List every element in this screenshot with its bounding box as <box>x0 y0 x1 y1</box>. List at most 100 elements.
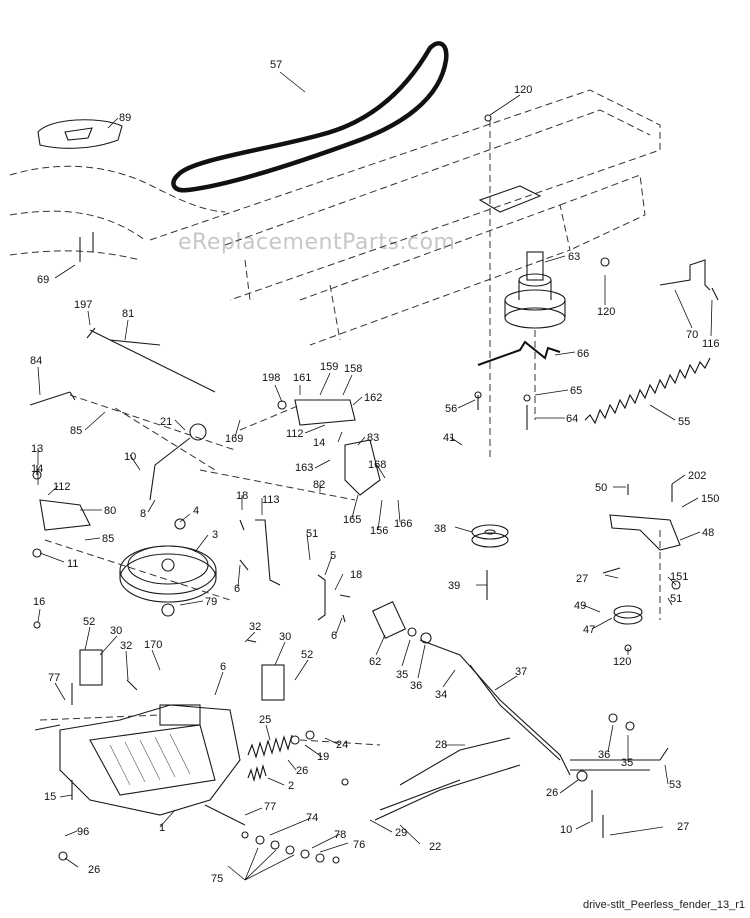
callout-197: 197 <box>74 299 92 311</box>
transaxle <box>34 704 246 826</box>
reference-lines <box>39 120 661 746</box>
rod-53 <box>570 747 669 771</box>
callout-163: 163 <box>295 462 313 474</box>
plate-30-left <box>79 649 103 686</box>
callout-16: 16 <box>33 596 45 608</box>
callout-32: 32 <box>120 640 132 652</box>
callout-41: 41 <box>443 432 455 444</box>
callout-32: 32 <box>249 621 261 633</box>
spring-25 <box>247 734 293 759</box>
callout-57: 57 <box>270 59 282 71</box>
callout-112: 112 <box>286 428 304 440</box>
callout-30: 30 <box>110 625 122 637</box>
shift-lever <box>149 423 207 501</box>
callout-120: 120 <box>597 306 615 318</box>
callout-27: 27 <box>576 573 588 585</box>
chassis-frame <box>149 89 661 346</box>
watermark: eReplacementParts.com <box>178 230 455 255</box>
callout-89: 89 <box>119 112 131 124</box>
callout-47: 47 <box>583 624 595 636</box>
bracket-5 <box>317 574 326 621</box>
callout-161: 161 <box>293 372 311 384</box>
bracket-113 <box>255 519 281 586</box>
callout-52: 52 <box>301 649 313 661</box>
rod-37 <box>469 664 561 761</box>
callout-96: 96 <box>77 826 89 838</box>
fender-outline <box>9 119 226 261</box>
pulley-63 <box>504 251 566 329</box>
callout-83: 83 <box>367 432 379 444</box>
plate-30-right <box>261 664 285 701</box>
callout-26: 26 <box>296 765 308 777</box>
callout-6: 6 <box>331 630 337 642</box>
rod-28 <box>399 737 511 786</box>
callout-78: 78 <box>334 829 346 841</box>
callout-10: 10 <box>124 451 136 463</box>
callout-80: 80 <box>104 505 116 517</box>
callout-113: 113 <box>262 494 280 506</box>
assembly-159 <box>294 399 356 426</box>
callout-65: 65 <box>570 385 582 397</box>
callout-1: 1 <box>159 822 165 834</box>
callout-198: 198 <box>262 372 280 384</box>
callout-19: 19 <box>317 751 329 763</box>
callout-156: 156 <box>370 525 388 537</box>
callout-5: 5 <box>330 550 336 562</box>
bracket-80 <box>39 499 91 531</box>
callout-170: 170 <box>144 639 162 651</box>
callout-51: 51 <box>306 528 318 540</box>
callout-18: 18 <box>236 490 248 502</box>
callout-37: 37 <box>515 666 527 678</box>
grip-62 <box>371 601 407 639</box>
diagram-caption: drive-stlt_Peerless_fender_13_r1 <box>583 899 745 911</box>
callout-39: 39 <box>448 580 460 592</box>
spring-2 <box>247 763 267 783</box>
pulley-47 <box>613 605 643 625</box>
rod-70 <box>659 259 711 291</box>
callout-159: 159 <box>320 361 338 373</box>
callout-162: 162 <box>364 392 382 404</box>
callout-25: 25 <box>259 714 271 726</box>
callout-36: 36 <box>598 749 610 761</box>
pulley-38 <box>471 524 509 548</box>
rod-81 <box>89 329 216 393</box>
bolts <box>36 232 719 838</box>
callout-22: 22 <box>429 841 441 853</box>
callout-10: 10 <box>560 824 572 836</box>
callout-52: 52 <box>83 616 95 628</box>
callout-35: 35 <box>621 757 633 769</box>
callout-64: 64 <box>566 413 578 425</box>
callout-165: 165 <box>343 514 361 526</box>
callout-18: 18 <box>350 569 362 581</box>
callout-6: 6 <box>234 583 240 595</box>
callout-51: 51 <box>670 593 682 605</box>
callout-21: 21 <box>160 416 172 428</box>
callout-56: 56 <box>445 403 457 415</box>
linkage-84 <box>29 391 76 406</box>
callout-66: 66 <box>577 348 589 360</box>
callout-81: 81 <box>122 308 134 320</box>
callout-15: 15 <box>44 791 56 803</box>
callout-11: 11 <box>67 558 78 570</box>
callout-26: 26 <box>546 787 558 799</box>
spring-55 <box>584 357 711 425</box>
rod-34 <box>419 639 571 776</box>
callout-69: 69 <box>37 274 49 286</box>
callout-26: 26 <box>88 864 100 876</box>
callout-34: 34 <box>435 689 447 701</box>
callout-labels: 57 120 89 63 69 120 70 116 197 81 66 84 … <box>30 59 720 885</box>
callout-29: 29 <box>395 827 407 839</box>
callout-84: 84 <box>30 355 42 367</box>
callout-79: 79 <box>205 596 217 608</box>
callout-166: 166 <box>394 518 412 530</box>
callout-6: 6 <box>220 661 226 673</box>
callout-158: 158 <box>344 363 362 375</box>
callout-70: 70 <box>686 329 698 341</box>
callout-55: 55 <box>678 416 690 428</box>
callout-168: 168 <box>368 459 386 471</box>
callout-38: 38 <box>434 523 446 535</box>
callout-14: 14 <box>31 463 43 475</box>
rod-66 <box>477 340 561 366</box>
callout-120: 120 <box>613 656 631 668</box>
